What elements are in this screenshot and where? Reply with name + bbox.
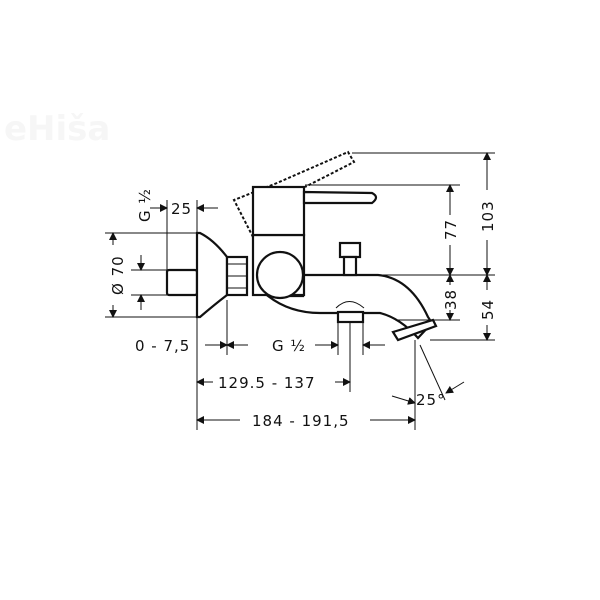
- label-angle: 25°: [416, 391, 446, 409]
- spout: [264, 273, 434, 340]
- outlet-nut: [336, 310, 365, 324]
- label-height-77: 77: [442, 219, 460, 240]
- diverter-circle: [255, 250, 305, 300]
- label-adjust: 0 - 7,5: [135, 337, 190, 355]
- diverter-arc: [335, 301, 365, 309]
- lever-open-position: [232, 150, 356, 238]
- label-height-103: 103: [479, 200, 497, 232]
- handle-body: [251, 185, 306, 237]
- diverter-knob-cap: [338, 241, 362, 259]
- diverter-knob-stem: [342, 255, 358, 277]
- label-offset-25: 25: [171, 200, 192, 218]
- spout-outlet: [391, 318, 438, 342]
- label-diameter: Ø 70: [109, 255, 127, 295]
- wall-inlet-stub: [165, 268, 199, 297]
- label-span-center: 129.5 - 137: [218, 374, 316, 392]
- dimension-lines: [109, 152, 491, 424]
- label-outlet-thread: G ½: [272, 337, 306, 355]
- label-span-total: 184 - 191,5: [252, 412, 350, 430]
- label-inlet-thread: G ½: [136, 188, 154, 222]
- wall-rosette: [195, 231, 229, 319]
- watermark-logo: eHiša: [4, 109, 110, 149]
- label-height-38: 38: [442, 289, 460, 310]
- lever: [302, 190, 378, 205]
- extension-lines: [105, 152, 495, 430]
- label-height-54: 54: [479, 299, 497, 320]
- faucet-body: [165, 150, 438, 342]
